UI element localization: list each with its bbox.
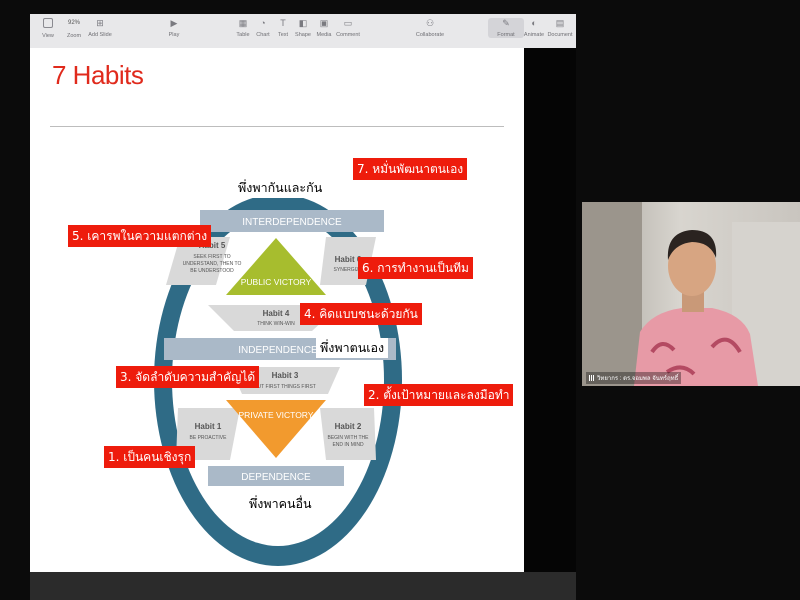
habit3-line1: PUT FIRST THINGS FIRST [254, 384, 316, 390]
animate-button[interactable]: ◐ Animate [523, 18, 545, 38]
habit2-title: Habit 2 [335, 422, 362, 431]
add-slide-button[interactable]: ⊞ Add Slide [88, 18, 112, 38]
speaker-neck [682, 290, 704, 312]
collaborate-button[interactable]: ⚇ Collaborate [415, 18, 445, 38]
dependence-text: DEPENDENCE [241, 472, 311, 483]
plus-square-icon: ⊞ [96, 18, 104, 28]
play-icon: ▶ [170, 18, 178, 28]
video-background-left [582, 202, 642, 386]
public-victory-triangle [226, 238, 326, 295]
seven-habits-diagram: Habit 7 SHARPEN THE SAW INTERDEPENDENCE … [154, 156, 402, 566]
table-button[interactable]: ▦ Table [236, 18, 250, 38]
habit5-panel [166, 237, 230, 285]
slide-canvas[interactable]: 7 Habits Habit 7 SHARPEN THE SAW INTERDE… [30, 48, 524, 572]
bottom-bar [30, 572, 576, 600]
habit2-line1: BEGIN WITH THE [327, 435, 369, 441]
shirt-pattern [650, 337, 742, 376]
habit1-line1: BE PROACTIVE [190, 435, 228, 441]
signal-bars-icon [589, 375, 595, 382]
label-habit1: 1. เป็นคนเชิงรุก [104, 446, 196, 468]
speaker-video [582, 202, 800, 386]
habit5-line3: BE UNDERSTOOD [190, 268, 234, 274]
participant-name: วิทยากร : ดร.จอมพล จันทร์ฤทธิ์ [586, 372, 682, 384]
speaker-hair [667, 230, 717, 260]
label-habit4: 4. คิดแบบชนะด้วยกัน [300, 303, 422, 325]
habit5-line2: UNDERSTAND, THEN TO [183, 261, 242, 267]
habit2-line2: END IN MIND [332, 442, 364, 448]
habit5-line1: SEEK FIRST TO [193, 254, 230, 260]
collaborate-icon: ⚇ [425, 18, 435, 28]
habit2-panel [320, 408, 376, 460]
app-toolbar: View 92% Zoom ⊞ Add Slide ▶ Play ▦ Table… [30, 14, 576, 49]
habit1-title: Habit 1 [195, 422, 222, 431]
habit5-title: Habit 5 [199, 241, 226, 250]
shape-button[interactable]: ◧ Shape [295, 18, 311, 38]
slide-title: 7 Habits [52, 60, 144, 90]
media-icon: ▣ [319, 18, 329, 28]
sidebar-icon [43, 18, 53, 28]
private-victory-text: PRIVATE VICTORY [239, 410, 314, 420]
label-habit6: 6. การทำงานเป็นทีม [358, 257, 473, 279]
habit4-title: Habit 4 [263, 309, 290, 318]
format-button[interactable]: ✎ Format [488, 18, 524, 38]
view-button[interactable]: View [28, 18, 68, 39]
interdependence-band [200, 210, 384, 232]
shape-icon: ◧ [298, 18, 308, 28]
chart-button[interactable]: ◔ Chart [256, 18, 270, 38]
text-button[interactable]: T Text [277, 18, 289, 38]
zoom-control[interactable]: 92% Zoom [54, 18, 94, 39]
text-box-icon: T [280, 18, 286, 28]
habit3-title: Habit 3 [272, 371, 299, 380]
comment-icon: ▭ [343, 18, 353, 28]
interdependence-text: INTERDEPENDENCE [242, 217, 342, 228]
paintbrush-icon: ✎ [502, 18, 510, 28]
habit4-line1: THINK WIN-WIN [257, 321, 295, 327]
title-divider [50, 126, 504, 127]
right-black-strip [524, 48, 576, 572]
label-habit7: 7. หมั่นพัฒนาตนเอง [353, 158, 468, 180]
label-dependent: พึ่งพาคนอื่น [245, 494, 316, 514]
document-icon: ▤ [555, 18, 565, 28]
label-habit3: 3. จัดลำดับความสำคัญได้ [116, 366, 260, 388]
speaker-video-tile[interactable]: วิทยากร : ดร.จอมพล จันทร์ฤทธิ์ [582, 202, 800, 386]
public-victory-text: PUBLIC VICTORY [241, 277, 312, 287]
private-victory-triangle [226, 400, 326, 458]
chart-icon: ◔ [260, 18, 266, 28]
table-icon: ▦ [238, 18, 248, 28]
zoom-value: 92% [67, 20, 80, 26]
dependence-band [208, 466, 344, 486]
speaker-face [668, 236, 716, 296]
document-button[interactable]: ▤ Document [547, 18, 573, 38]
label-independent: พึ่งพาตนเอง [316, 338, 389, 358]
habit6-title: Habit 6 [335, 255, 362, 264]
speaker-shirt [634, 308, 758, 386]
media-button[interactable]: ▣ Media [316, 18, 332, 38]
habit6-line1: SYNERGIZE [334, 267, 364, 273]
label-interdependent: พึ่งพากันและกัน [234, 178, 327, 198]
animate-icon: ◐ [531, 18, 537, 28]
independence-text: INDEPENDENCE [238, 345, 318, 356]
play-button[interactable]: ▶ Play [168, 18, 180, 38]
label-habit2: 2. ตั้งเป้าหมายและลงมือทำ [364, 384, 514, 406]
comment-button[interactable]: ▭ Comment [336, 18, 360, 38]
label-habit5: 5. เคารพในความแตกต่าง [68, 225, 212, 247]
